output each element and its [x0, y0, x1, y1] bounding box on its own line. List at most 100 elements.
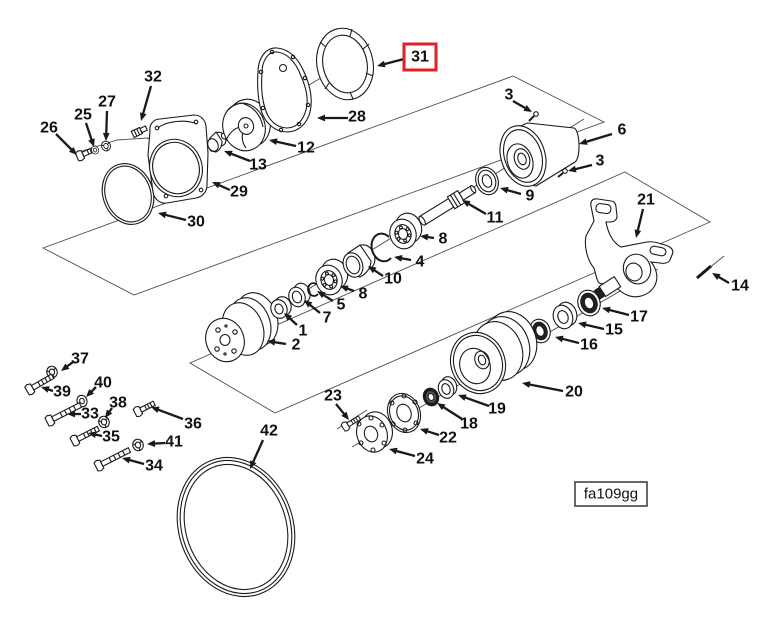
callout-number-30: 30 — [187, 214, 205, 231]
part-21-bracket — [584, 198, 674, 304]
callout-9: 9 — [500, 186, 535, 205]
callout-15: 15 — [578, 321, 623, 339]
callout-number-24: 24 — [416, 451, 434, 468]
callout-23: 23 — [324, 388, 349, 420]
callout-37: 37 — [61, 351, 89, 371]
callout-35: 35 — [88, 429, 120, 446]
callout-number-37: 37 — [71, 351, 89, 368]
callout-8: 8 — [420, 231, 448, 248]
callout-8: 8 — [340, 285, 368, 303]
callout-30: 30 — [158, 211, 205, 231]
callout-number-11: 11 — [487, 210, 504, 227]
part-14-pin — [696, 264, 712, 280]
callout-number-7: 7 — [323, 310, 332, 327]
callout-31: 31 — [377, 42, 438, 72]
callout-number-13: 13 — [249, 157, 267, 174]
part-2-pulley — [205, 292, 279, 363]
callout-number-18: 18 — [460, 416, 478, 433]
highlight-box-31 — [402, 42, 438, 72]
part-1-slinger — [270, 296, 292, 319]
callout-number-28: 28 — [348, 109, 366, 126]
callout-18: 18 — [437, 403, 478, 433]
callout-number-17: 17 — [630, 309, 648, 326]
callout-3: 3 — [568, 153, 605, 173]
callout-number-1: 1 — [299, 323, 308, 340]
callout-number-8: 8 — [439, 231, 448, 248]
part-17-bearing — [577, 289, 601, 317]
callout-number-10: 10 — [384, 271, 402, 288]
callout-10: 10 — [368, 266, 402, 288]
callout-29: 29 — [212, 182, 248, 201]
callout-number-20: 20 — [565, 384, 583, 401]
callout-20: 20 — [522, 381, 583, 401]
callout-32: 32 — [139, 69, 162, 121]
callout-number-34: 34 — [145, 458, 163, 475]
callout-42: 42 — [250, 423, 278, 469]
part-19-washer — [437, 376, 458, 399]
callout-number-12: 12 — [297, 140, 315, 157]
part-10-spacer — [342, 244, 376, 278]
part-11-shaft — [418, 185, 477, 226]
callout-1: 1 — [284, 313, 308, 340]
reference-plane-b — [189, 171, 711, 414]
callout-5: 5 — [317, 291, 346, 314]
part-22-plate — [386, 392, 422, 434]
callout-number-16: 16 — [580, 337, 598, 354]
part-41-nut — [130, 437, 146, 453]
callout-16: 16 — [555, 335, 598, 354]
part-5-snap-ring — [307, 282, 319, 297]
callout-14: 14 — [712, 273, 749, 295]
callout-number-3: 3 — [505, 87, 514, 104]
callout-number-8: 8 — [359, 286, 368, 303]
callout-number-5: 5 — [337, 297, 346, 314]
part-32-fitting — [130, 125, 149, 139]
callout-number-36: 36 — [184, 416, 202, 433]
callout-number-31: 31 — [411, 49, 429, 66]
callout-25: 25 — [74, 107, 95, 147]
callout-41: 41 — [147, 434, 183, 451]
part-28-gasket — [257, 47, 312, 133]
part-18-nut — [422, 387, 440, 407]
callout-22: 22 — [420, 428, 457, 447]
part-20-fan-pulley — [449, 311, 538, 395]
parts-layer — [23, 27, 712, 598]
callout-number-15: 15 — [605, 322, 623, 339]
reference-plane-a — [41, 75, 606, 296]
callout-number-38: 38 — [109, 395, 127, 412]
part-38-nut — [96, 414, 112, 430]
callout-number-26: 26 — [40, 120, 58, 137]
callout-12: 12 — [269, 138, 315, 157]
part-12-impeller — [222, 98, 271, 152]
callout-13: 13 — [224, 150, 267, 174]
callout-17: 17 — [602, 306, 648, 326]
callout-number-4: 4 — [416, 254, 425, 271]
callout-34: 34 — [122, 456, 163, 475]
callout-7: 7 — [304, 300, 332, 327]
callout-38: 38 — [105, 395, 127, 418]
part-30-oring — [101, 163, 155, 225]
callout-number-25: 25 — [74, 107, 92, 124]
callout-number-21: 21 — [637, 192, 655, 209]
figure-code-box: fa109gg — [574, 481, 648, 507]
part-15-washer — [552, 301, 578, 330]
callout-4: 4 — [394, 254, 425, 271]
callout-number-19: 19 — [488, 401, 506, 418]
part-42-belt — [176, 456, 296, 598]
part-39-bolt — [23, 370, 56, 397]
callout-2: 2 — [267, 337, 301, 354]
part-3-screw-side — [557, 168, 568, 178]
part-6-fan-hub — [499, 122, 580, 187]
part-4-snap-ring — [370, 232, 392, 263]
callout-number-42: 42 — [260, 423, 278, 440]
callout-number-22: 22 — [439, 430, 457, 447]
callout-number-29: 29 — [230, 184, 248, 201]
part-24-flange — [355, 411, 394, 453]
callout-11: 11 — [462, 200, 504, 227]
part-3-screw-top — [528, 111, 539, 122]
callout-number-33: 33 — [81, 406, 99, 423]
callout-number-39: 39 — [53, 384, 71, 401]
callout-number-40: 40 — [94, 375, 112, 392]
callout-3: 3 — [505, 87, 532, 112]
callout-number-6: 6 — [618, 122, 627, 139]
